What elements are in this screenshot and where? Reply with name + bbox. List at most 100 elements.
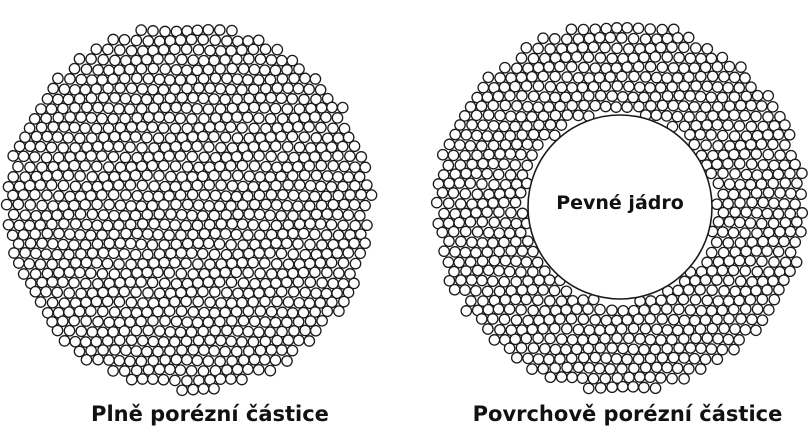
porous-bead [110,55,120,65]
porous-bead [153,230,163,240]
porous-bead [439,208,449,218]
porous-bead [148,63,158,73]
porous-bead [143,36,153,46]
porous-bead [656,42,666,52]
porous-bead [160,355,170,365]
porous-bead [170,258,180,268]
porous-bead [757,101,767,111]
porous-bead [797,168,807,178]
porous-bead [516,267,526,277]
porous-bead [605,32,615,42]
porous-bead [93,65,103,75]
porous-bead [193,45,203,55]
porous-bead [360,238,370,248]
porous-bead [242,112,252,122]
porous-bead [448,188,458,198]
porous-bead [746,140,756,150]
porous-bead [125,142,135,152]
porous-bead [311,170,321,180]
porous-bead [796,189,806,199]
porous-bead [9,209,19,219]
porous-bead [588,374,598,384]
porous-bead [205,45,215,55]
porous-bead [477,275,487,285]
porous-bead [708,71,718,81]
porous-bead [137,180,147,190]
porous-bead [730,207,740,217]
porous-bead [690,295,700,305]
porous-bead [214,239,224,249]
porous-bead [198,131,208,141]
porous-bead [181,141,191,151]
porous-bead [669,315,679,325]
porous-bead [775,227,785,237]
porous-bead [768,236,778,246]
porous-bead [545,120,555,130]
porous-bead [467,237,477,247]
porous-bead [350,258,360,268]
porous-bead [127,374,137,384]
porous-bead [674,53,684,63]
porous-bead [456,236,466,246]
porous-bead [170,123,180,133]
porous-bead [506,246,516,256]
porous-bead [227,219,237,229]
porous-bead [193,335,203,345]
porous-bead [198,211,208,221]
porous-bead [517,91,527,101]
porous-bead [87,172,97,182]
porous-bead [775,150,785,160]
porous-bead [283,83,293,93]
porous-bead [278,190,288,200]
porous-bead [533,354,543,364]
porous-bead [287,131,297,141]
porous-bead [561,52,571,62]
superficially-porous-caption: Povrchově porézní částice [455,402,800,426]
porous-bead [438,150,448,160]
porous-bead [310,74,320,84]
porous-bead [210,73,220,83]
porous-bead [104,317,114,327]
porous-bead [80,161,90,171]
porous-bead [115,238,125,248]
porous-bead [516,305,526,315]
porous-bead [321,230,331,240]
porous-bead [205,83,215,93]
porous-bead [516,188,526,198]
porous-bead [607,382,617,392]
porous-bead [35,142,45,152]
porous-bead [114,180,124,190]
porous-bead [266,345,276,355]
porous-bead [538,33,548,43]
porous-bead [209,384,219,394]
porous-bead [210,190,220,200]
porous-bead [635,372,645,382]
porous-bead [142,346,152,356]
porous-bead [702,120,712,130]
porous-bead [289,326,299,336]
porous-bead [171,102,181,112]
porous-bead [735,159,745,169]
porous-bead [550,110,560,120]
porous-bead [566,314,576,324]
porous-bead [243,230,253,240]
porous-bead [293,201,303,211]
porous-bead [555,61,565,71]
porous-bead [226,240,236,250]
porous-bead [147,161,157,171]
porous-bead [747,197,757,207]
porous-bead [243,364,253,374]
porous-bead [327,102,337,112]
porous-bead [41,152,51,162]
porous-bead [231,229,241,239]
porous-bead [758,236,768,246]
porous-bead [48,239,58,249]
porous-bead [762,285,772,295]
porous-bead [556,372,566,382]
porous-bead [250,316,260,326]
porous-bead [751,149,761,159]
porous-bead [293,83,303,93]
porous-bead [171,316,181,326]
porous-bead [572,304,582,314]
porous-bead [203,25,213,35]
